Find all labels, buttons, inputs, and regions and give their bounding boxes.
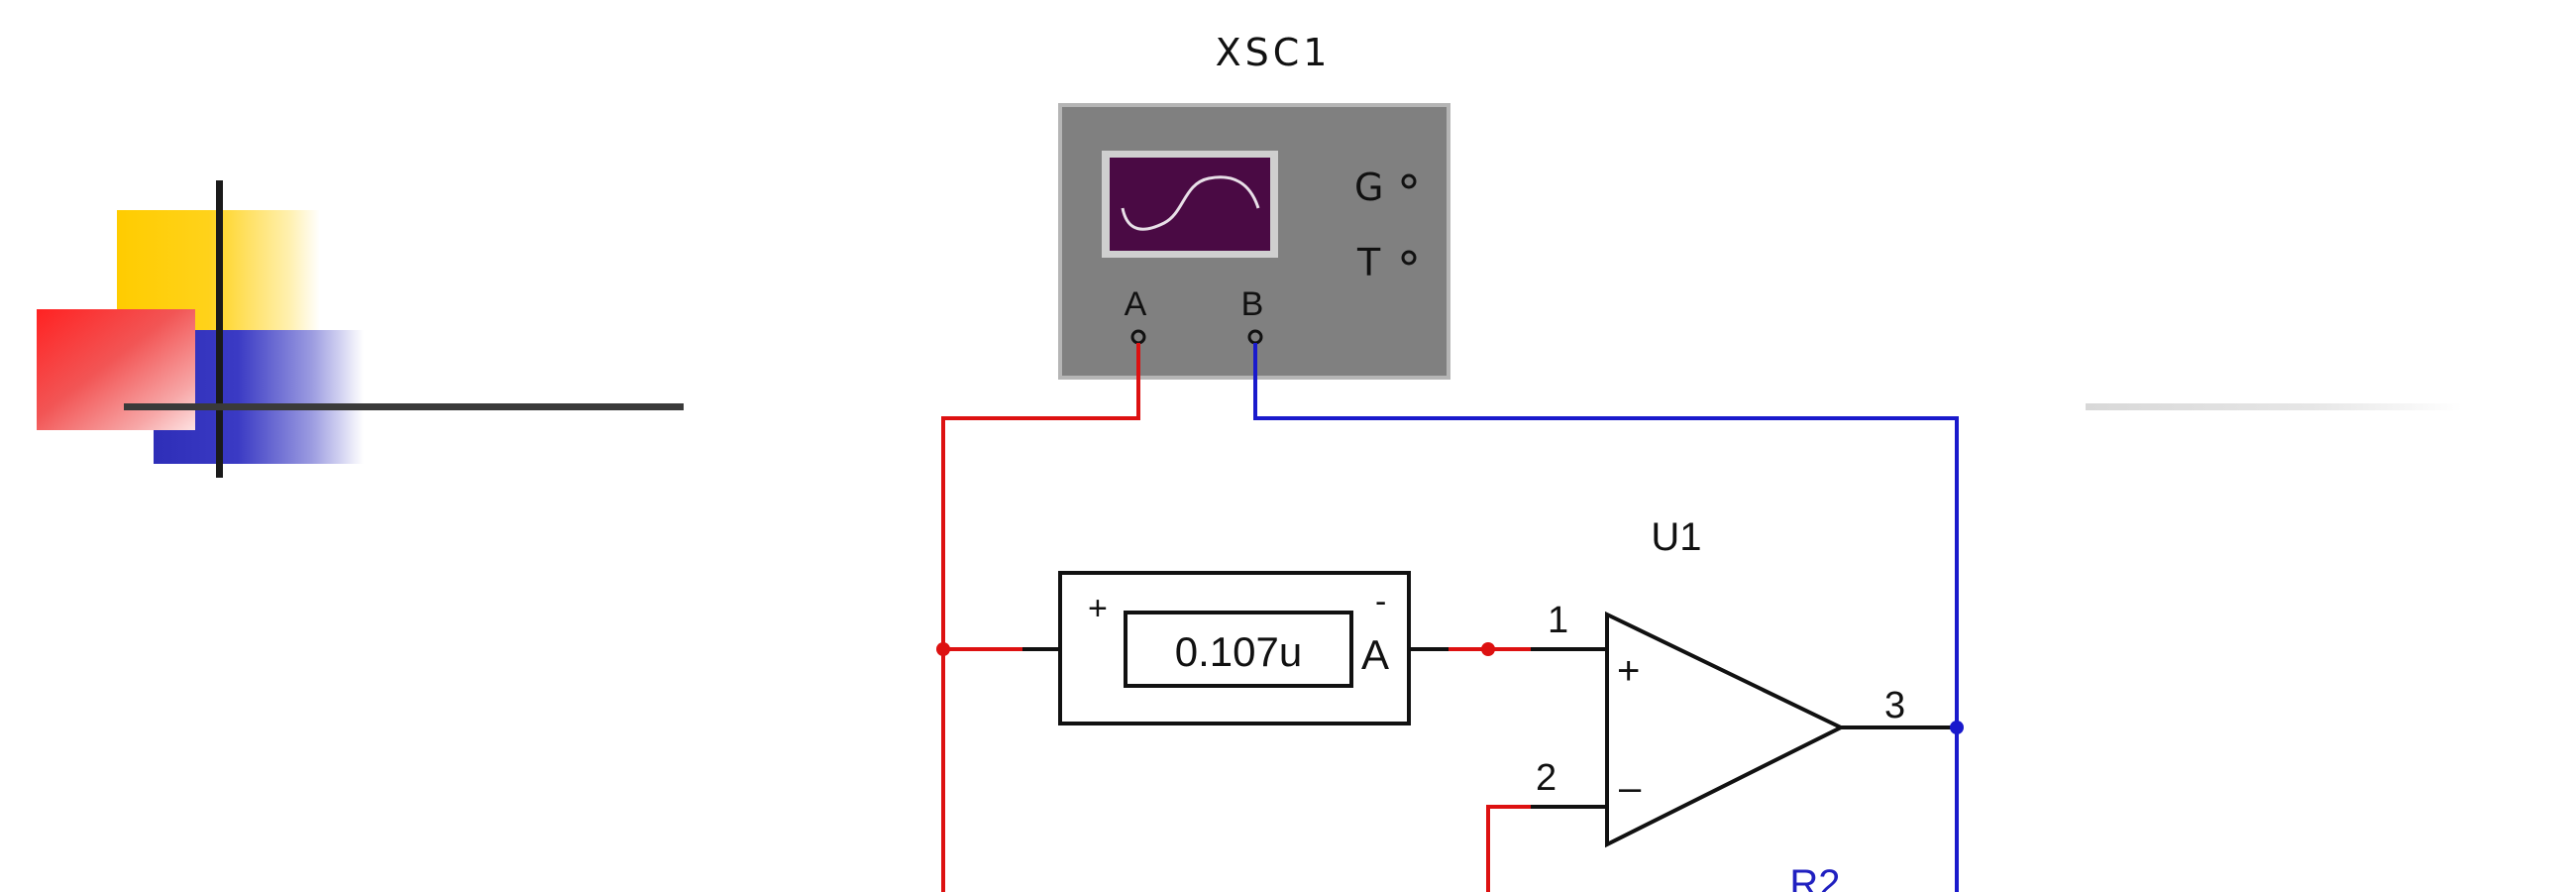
oscilloscope-label: XSC1 [1216,31,1332,74]
decor-fading-line [2086,403,2462,410]
oscilloscope-screen [1110,158,1270,251]
trigger-terminal-label: T [1356,241,1381,284]
oscilloscope-xsc1[interactable]: XSC1 G T A B [1058,31,1450,380]
ammeter[interactable]: + - 0.107u A [1022,571,1449,725]
opamp-u1[interactable]: U1 + – [1605,515,1846,848]
sine-wave-icon [1121,175,1260,231]
pin-1-label: 1 [1548,600,1568,641]
junction-dot-a [936,642,950,656]
pin-2-label: 2 [1536,757,1556,799]
opamp-triangle[interactable] [1605,611,1846,848]
decor-cross-horizontal-line [124,403,684,410]
junction-dot-b [1950,721,1964,734]
opamp-inverting-sign: – [1619,766,1642,810]
ground-terminal[interactable] [1401,173,1417,189]
opamp-noninverting-sign: + [1617,649,1640,693]
ammeter-minus-sign: - [1375,583,1386,620]
channel-b-label: B [1241,285,1264,323]
junction-dot-ammeter [1481,642,1495,656]
channel-a-label: A [1125,285,1147,323]
wire-pin-2[interactable] [1486,805,1531,892]
decor-cross-vertical-line [216,180,223,478]
trigger-terminal[interactable] [1401,250,1417,266]
resistor-r2-label: R2 [1789,862,1840,892]
wire-channel-b[interactable] [1253,343,1959,892]
ammeter-display [1124,611,1353,688]
ammeter-plus-sign: + [1088,590,1108,627]
ammeter-reading: 0.107u [1175,628,1302,675]
opamp-label: U1 [1651,515,1701,559]
ground-terminal-label: G [1354,166,1383,209]
pin-3-label: 3 [1884,685,1905,726]
ammeter-unit: A [1361,631,1389,678]
